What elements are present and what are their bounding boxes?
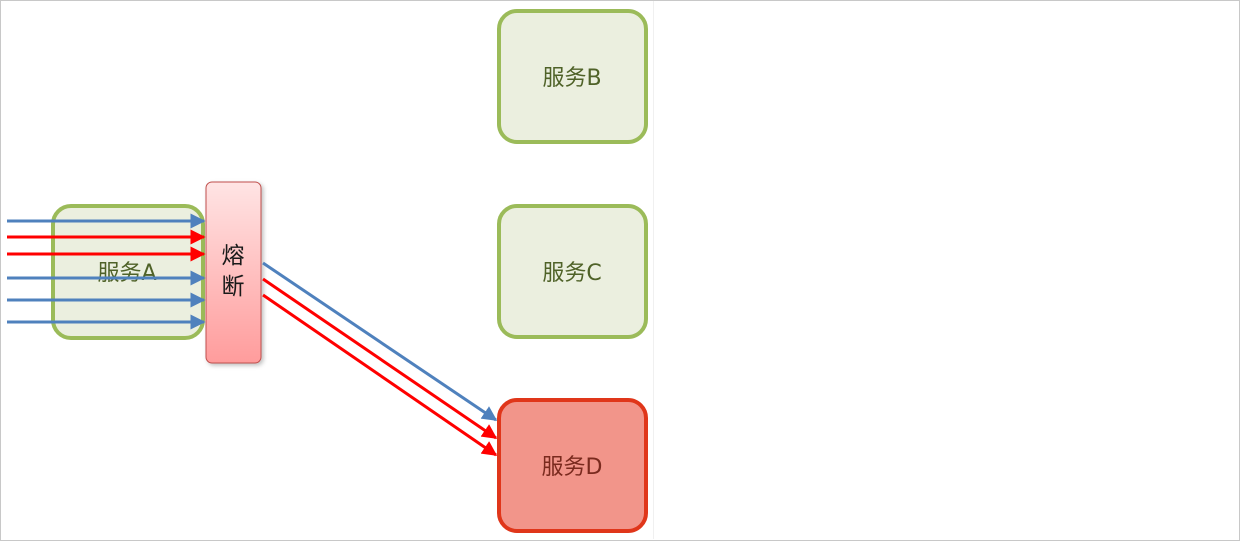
service-c-label: 服务C: [542, 261, 601, 286]
service-b-label: 服务B: [542, 66, 601, 91]
incoming-requests: [7, 213, 206, 330]
outgoing-normal-arrow: [262, 261, 498, 422]
circuit-breaker-label-char-2: 断: [222, 274, 245, 300]
diagram-canvas: 服务A 服务B 服务C 服务D 熔 断: [1, 1, 654, 539]
circuit-breaker-box: [205, 181, 262, 364]
service-c-node: 服务C: [497, 204, 648, 339]
outgoing-failed-arrow: [262, 277, 498, 440]
service-d-node: 服务D: [497, 398, 648, 533]
outgoing-failed-arrow: [262, 293, 498, 457]
service-b-node: 服务B: [497, 9, 648, 144]
service-b-box: [497, 9, 648, 144]
circuit-breaker-node: 熔 断: [205, 181, 262, 364]
service-d-label: 服务D: [542, 455, 603, 480]
service-a-label: 服务A: [97, 261, 156, 286]
outgoing-requests: [262, 261, 498, 457]
circuit-breaker-label-char-1: 熔: [222, 243, 245, 269]
service-d-box: [497, 398, 648, 533]
service-c-box: [497, 204, 648, 339]
service-a-node: 服务A: [51, 204, 205, 340]
circuit-breaker-diagram: 服务A 服务B 服务C 服务D 熔 断: [7, 9, 648, 533]
